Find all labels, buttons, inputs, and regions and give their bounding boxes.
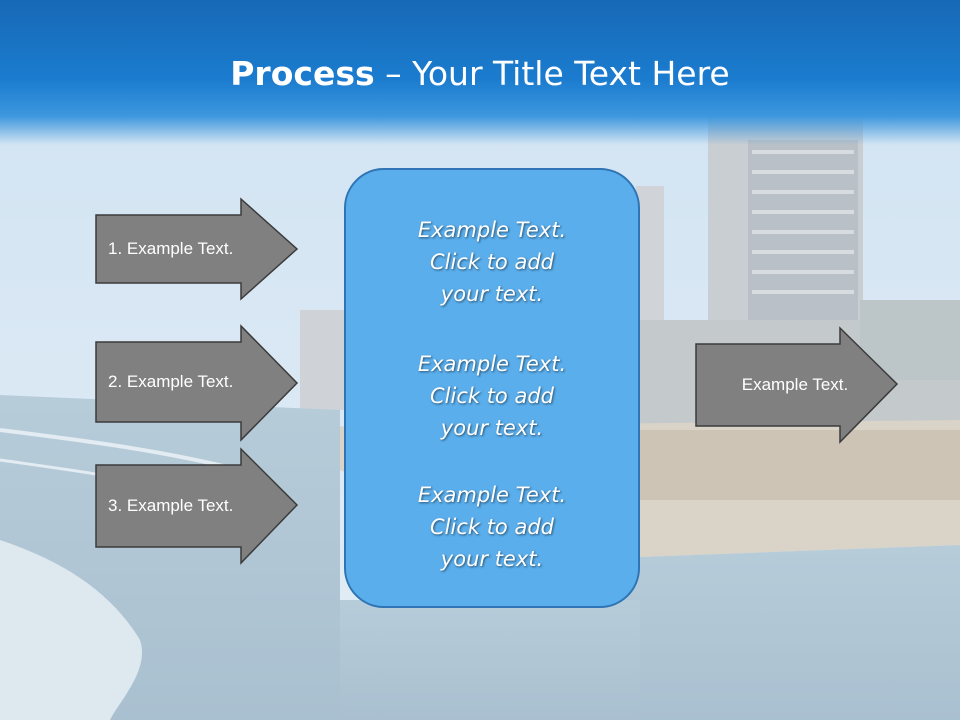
center-text-line: your text. — [440, 282, 544, 306]
left-arrow-2-label: 2. Example Text. — [108, 372, 234, 391]
center-text-line: Click to add — [429, 250, 554, 274]
slide-title[interactable]: Process – Your Title Text Here — [0, 52, 960, 96]
left-arrow-1[interactable]: 1. Example Text. — [95, 197, 300, 301]
center-text-line: Example Text. — [417, 218, 567, 242]
left-arrow-2[interactable]: 2. Example Text. — [95, 324, 300, 442]
center-text-line: Example Text. — [417, 352, 567, 376]
left-arrow-3-label: 3. Example Text. — [108, 496, 234, 515]
center-text-block-2[interactable]: Example Text. Click to add your text. — [346, 348, 638, 444]
title-rest-text: – Your Title Text Here — [374, 54, 730, 93]
center-text-line: your text. — [440, 416, 544, 440]
arrow-shape — [95, 324, 299, 442]
center-text-block-1[interactable]: Example Text. Click to add your text. — [346, 214, 638, 310]
title-bold-text: Process — [230, 54, 375, 93]
title-banner — [0, 0, 960, 145]
right-arrow-label: Example Text. — [741, 375, 849, 394]
center-text-line: Click to add — [429, 515, 554, 539]
arrow-shape — [95, 447, 299, 565]
right-arrow[interactable]: Example Text. — [695, 326, 900, 444]
arrow-shape — [695, 326, 899, 444]
center-text-line: Example Text. — [417, 483, 567, 507]
center-text-line: Click to add — [429, 384, 554, 408]
left-arrow-1-label: 1. Example Text. — [108, 239, 234, 258]
center-text-line: your text. — [440, 547, 544, 571]
arrow-shape — [95, 197, 299, 301]
center-text-block-3[interactable]: Example Text. Click to add your text. — [346, 479, 638, 575]
center-text-box[interactable]: Example Text. Click to add your text. Ex… — [344, 168, 640, 608]
left-arrow-3[interactable]: 3. Example Text. — [95, 447, 300, 565]
